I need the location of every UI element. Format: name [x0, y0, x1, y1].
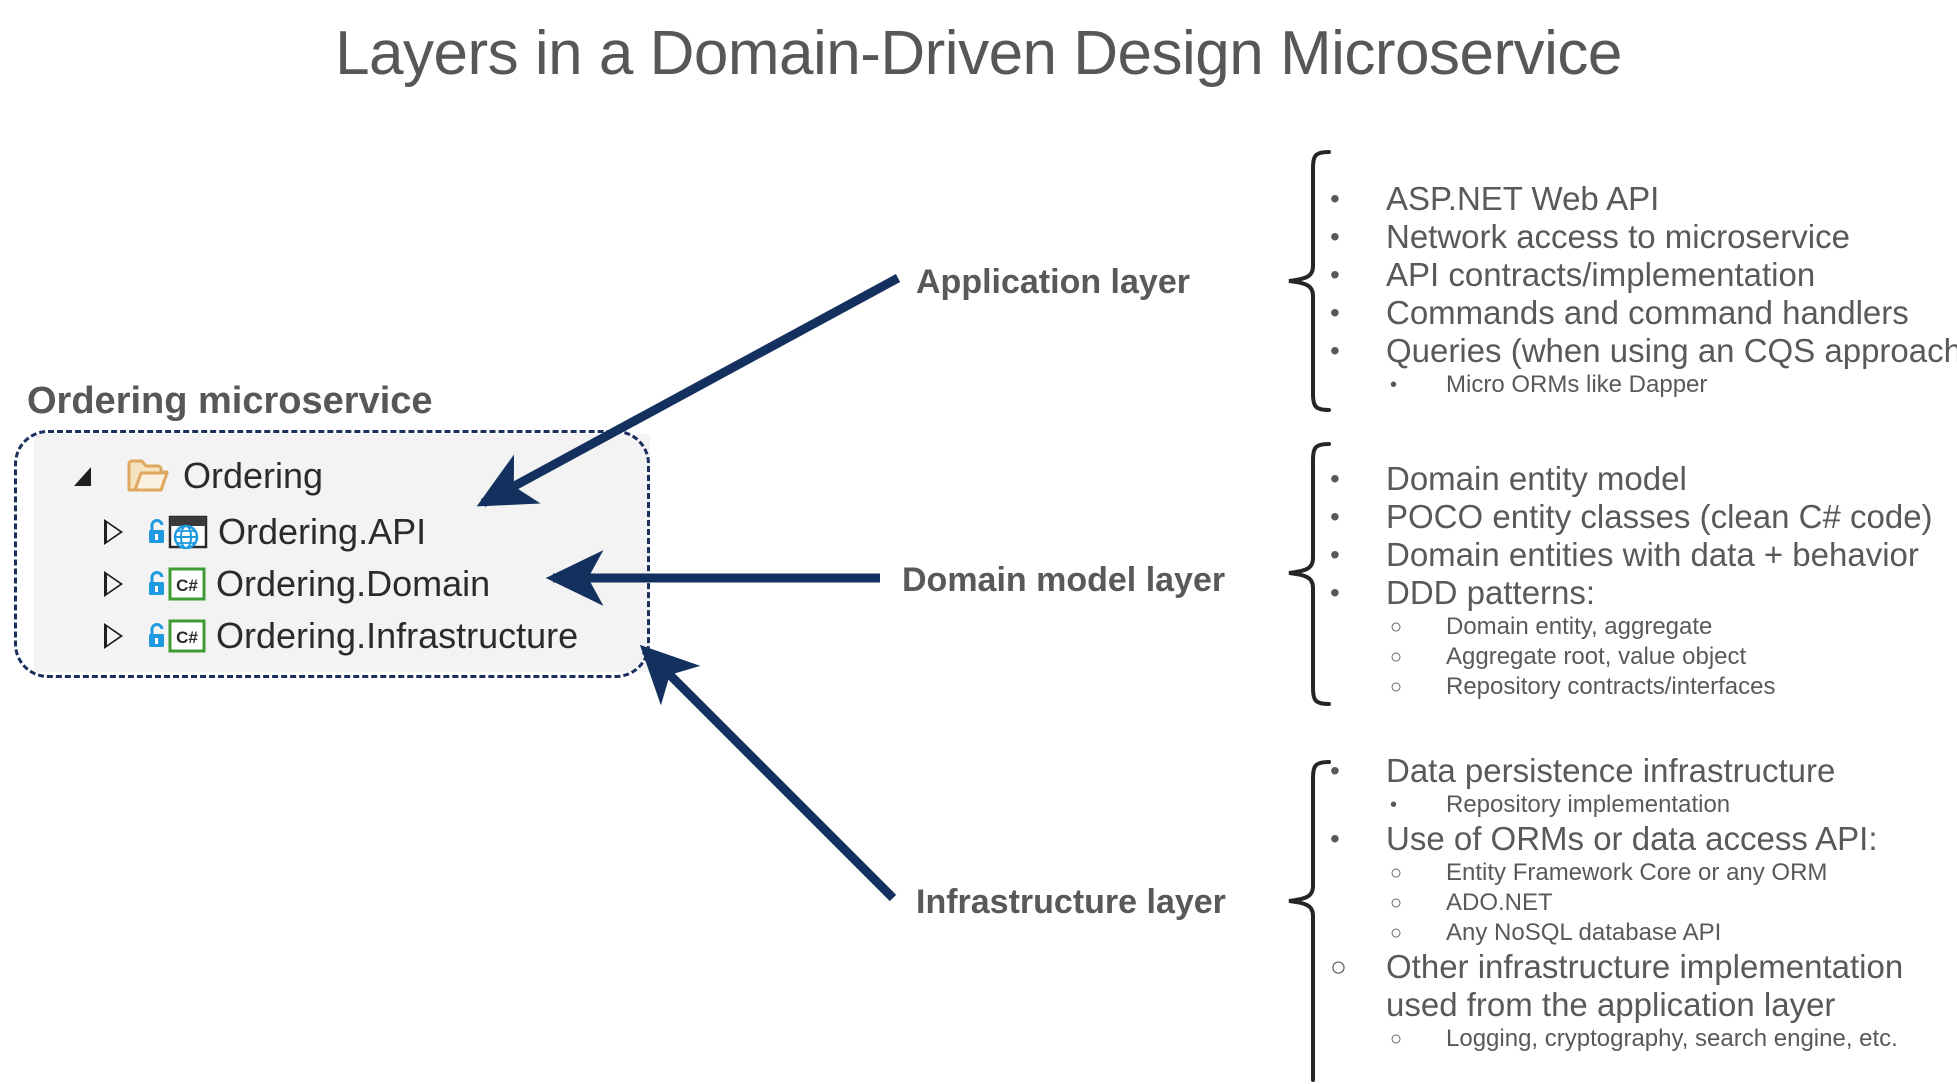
page-title: Layers in a Domain-Driven Design Microse…	[335, 19, 1622, 88]
bullet-marker: •	[1330, 221, 1340, 252]
bullet-marker: ○	[1390, 922, 1403, 944]
lock-icon	[147, 622, 166, 649]
bullet-list-infrastructure-layer: • Data persistence infrastructure • Reposit…	[1330, 752, 1946, 1054]
bullet-item: • Domain entity model	[1330, 460, 1933, 498]
bullet-text: Data persistence infrastructure	[1386, 752, 1836, 789]
bullet-marker: ○	[1390, 892, 1403, 914]
bullet-text: Entity Framework Core or any ORM	[1446, 859, 1828, 886]
bullet-text: Any NoSQL database API	[1446, 919, 1722, 946]
tree-row-ordering-infrastructure[interactable]: C# Ordering.Infrastructure	[104, 608, 578, 664]
bullet-marker: •	[1330, 823, 1340, 854]
tree-label-ordering-api: Ordering.API	[218, 511, 427, 552]
bullet-text: Domain entities with data + behavior	[1386, 536, 1919, 573]
bullet-list-application-layer: • ASP.NET Web API • Network access to micro…	[1330, 180, 1957, 400]
tree-row-ordering[interactable]: Ordering	[74, 448, 323, 504]
bullet-item: • POCO entity classes (clean C# code)	[1330, 498, 1933, 536]
bullet-marker: •	[1330, 539, 1340, 570]
bullet-text: Micro ORMs like Dapper	[1446, 371, 1708, 398]
bullet-item: • Domain entities with data + behavior	[1330, 536, 1933, 574]
bullet-text: Aggregate root, value object	[1446, 643, 1747, 670]
bullet-marker: •	[1390, 794, 1398, 816]
bullet-marker: •	[1330, 335, 1340, 366]
bullet-marker: ○	[1390, 1028, 1403, 1050]
bullet-item: ○ Other infrastructure implementation use…	[1330, 948, 1946, 1024]
folder-icon	[127, 459, 169, 493]
bullet-text: Repository implementation	[1446, 791, 1731, 818]
tree-label-ordering-domain: Ordering.Domain	[216, 563, 491, 604]
bullet-item: ○ Domain entity, aggregate	[1330, 612, 1933, 642]
collapsed-triangle-icon[interactable]	[104, 519, 123, 545]
collapsed-triangle-icon[interactable]	[104, 571, 123, 597]
bullet-text: POCO entity classes (clean C# code)	[1386, 498, 1933, 535]
bullet-marker: •	[1330, 259, 1340, 290]
layer-label-infrastructure: Infrastructure layer	[916, 883, 1226, 921]
bullet-text: API contracts/implementation	[1386, 256, 1816, 293]
arrow-infrastructure-layer	[639, 644, 897, 902]
tree-row-ordering-api[interactable]: Ordering.API	[104, 504, 426, 560]
tree-row-ordering-domain[interactable]: C# Ordering.Domain	[104, 556, 490, 612]
web-api-globe-icon	[168, 515, 208, 550]
bullet-item: ○ Any NoSQL database API	[1330, 918, 1946, 948]
bullet-marker: ○	[1390, 646, 1403, 668]
bullet-text: DDD patterns:	[1386, 574, 1596, 611]
bullet-text: Domain entity, aggregate	[1446, 613, 1713, 640]
bullet-text: Use of ORMs or data access API:	[1386, 820, 1878, 857]
bullet-text: ASP.NET Web API	[1386, 180, 1660, 217]
bullet-text: Commands and command handlers	[1386, 294, 1909, 331]
bullet-marker: •	[1330, 577, 1340, 608]
bullet-text: ADO.NET	[1446, 889, 1553, 916]
brace-application-layer	[1288, 150, 1331, 412]
brace-domain-model-layer	[1288, 442, 1331, 706]
arrow-application-layer	[476, 274, 901, 507]
expanded-triangle-icon[interactable]	[74, 466, 91, 486]
layer-label-domain-model: Domain model layer	[902, 561, 1226, 599]
collapsed-triangle-icon[interactable]	[104, 623, 123, 649]
bullet-marker: •	[1330, 183, 1340, 214]
bullet-marker: •	[1330, 463, 1340, 494]
bullet-marker: •	[1330, 501, 1340, 532]
tree-label-ordering-infrastructure: Ordering.Infrastructure	[216, 615, 579, 656]
bullet-text: Logging, cryptography, search engine, et…	[1446, 1025, 1898, 1052]
bullet-marker: •	[1330, 755, 1340, 786]
bullet-text: Network access to microservice	[1386, 218, 1850, 255]
layer-label-application: Application layer	[916, 263, 1190, 301]
bullet-marker: ○	[1330, 951, 1347, 982]
svg-text:C#: C#	[176, 576, 198, 595]
bullet-marker: ○	[1390, 616, 1403, 638]
bullet-item: • Repository implementation	[1330, 790, 1946, 820]
csharp-project-icon: C#	[168, 567, 206, 601]
bullet-item: • Micro ORMs like Dapper	[1330, 370, 1957, 400]
bullet-item: ○ ADO.NET	[1330, 888, 1946, 918]
bullet-item: • API contracts/implementation	[1330, 256, 1957, 294]
bullet-item: ○ Aggregate root, value object	[1330, 642, 1933, 672]
brace-infrastructure-layer	[1288, 760, 1331, 1082]
bullet-item: • DDD patterns:	[1330, 574, 1933, 612]
bullet-item: • Data persistence infrastructure	[1330, 752, 1946, 790]
bullet-marker: •	[1330, 297, 1340, 328]
bullet-text: Repository contracts/interfaces	[1446, 673, 1776, 700]
bullet-text: Other infrastructure implementation used…	[1386, 948, 1904, 1023]
bullet-item: • Commands and command handlers	[1330, 294, 1957, 332]
bullet-list-domain-model-layer: • Domain entity model • POCO entity classes…	[1330, 460, 1933, 702]
svg-text:C#: C#	[176, 628, 198, 647]
bullet-item: • Queries (when using an CQS approach)	[1330, 332, 1957, 370]
bullet-item: • Use of ORMs or data access API:	[1330, 820, 1946, 858]
solution-explorer-caption: Ordering microservice	[27, 380, 433, 422]
bullet-item: ○ Entity Framework Core or any ORM	[1330, 858, 1946, 888]
bullet-marker: ○	[1390, 676, 1403, 698]
bullet-item: • Network access to microservice	[1330, 218, 1957, 256]
lock-icon	[147, 518, 166, 545]
bullet-text: Queries (when using an CQS approach)	[1386, 332, 1957, 369]
csharp-project-icon: C#	[168, 619, 206, 653]
microservice-boundary-dashed-box	[14, 430, 650, 678]
tree-label-ordering: Ordering	[183, 455, 324, 496]
bullet-marker: •	[1390, 374, 1398, 396]
bullet-text: Domain entity model	[1386, 460, 1687, 497]
bullet-marker: ○	[1390, 862, 1403, 884]
bullet-item: ○ Repository contracts/interfaces	[1330, 672, 1933, 702]
bullet-item: • ASP.NET Web API	[1330, 180, 1957, 218]
lock-icon	[147, 570, 166, 597]
bullet-item: ○ Logging, cryptography, search engine, e…	[1330, 1024, 1946, 1054]
